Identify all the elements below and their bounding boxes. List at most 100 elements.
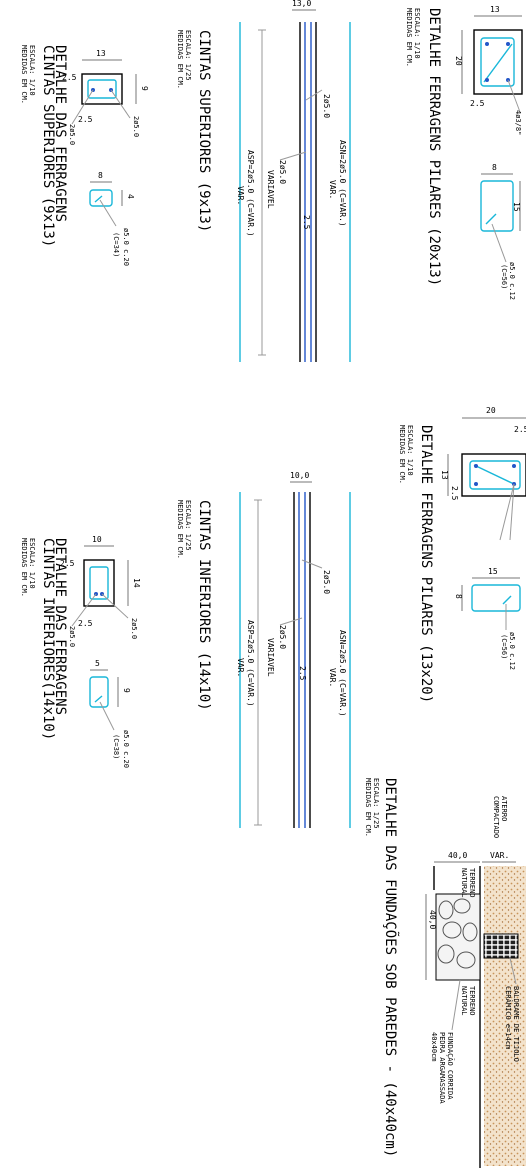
stone (453, 898, 471, 914)
stone (442, 921, 462, 939)
pilar-13x20-stirrup-len: (C=56) (500, 634, 508, 659)
cintas-inf-bar-b: 2ø5.0 (278, 625, 287, 649)
pilar-20x13-stirrup-len: (C=56) (500, 264, 508, 289)
cintas-inf-width: 10,0 (290, 471, 309, 480)
cinta-sup-cover-b: 2.5 (78, 115, 93, 124)
leader-line (305, 89, 323, 101)
baldrame-brick (483, 933, 519, 959)
cintas-inf-cover: 2.5 (298, 666, 307, 681)
cintas-inf-units: MEDIDAS EM CM. (176, 500, 184, 559)
cintas-superiores-detail: DETALHE DAS FERRAGENS CINTAS SUPERIORES … (20, 45, 149, 266)
leader-line (71, 89, 94, 125)
pilar-20x13-section (473, 29, 523, 95)
bar-point (474, 464, 478, 468)
cintas-inf-det-title2: CINTAS INFERIORES(14x10) (40, 538, 56, 740)
leader-line (507, 79, 521, 113)
cintas-sup-width: 13,0 (292, 0, 311, 8)
cintas-superiores-longitudinal: 13,0 ASN=2ø5.0 (C=VAR.) VAR. 2ø5.0 2ø5.0… (176, 0, 351, 362)
fundacao-2: PEDRA ARGAMASSADA (438, 1032, 446, 1104)
leader-line (279, 151, 307, 161)
stone (462, 922, 478, 942)
terreno-a-1: TERRENO (468, 868, 476, 898)
leader-line (491, 223, 507, 263)
cintas-sup-bar-a: 2ø5.0 (322, 94, 331, 118)
cintas-inf-variavel: VARIAVEL (266, 638, 275, 677)
compacted-fill (484, 866, 526, 1166)
cinta-inf-stirrup-spec: ø5.0 c.20 (122, 730, 130, 768)
terreno-b-2: NATURAL (460, 986, 468, 1016)
fundacoes-detail: DETALHE DAS FUNDAÇÕES SOB PAREDES - (40x… (364, 778, 526, 1168)
cinta-sup-cover-a: 2.5 (62, 73, 77, 82)
leader-line (99, 199, 117, 227)
cinta-inf-cover-b: 2.5 (78, 619, 93, 628)
leader-line (101, 593, 129, 619)
cinta-inf-section (83, 559, 115, 607)
fundacao-1: FUNDAÇÃO CORRIDA (446, 1032, 455, 1100)
cintas-sup-var-2: VAR. (236, 186, 245, 205)
cintas-inf-var-2: VAR. (236, 658, 245, 677)
cintas-sup-title: CINTAS SUPERIORES (9x13) (196, 30, 212, 232)
leader-line (509, 957, 517, 985)
cintas-sup-var: VAR. (328, 180, 337, 199)
stirrup-hook (485, 213, 497, 225)
cinta-inf-stirrup (89, 566, 109, 600)
fundacoes-aterro-2: COMPACTADO (492, 796, 500, 838)
pilar-20x13-dim-top: 13 (490, 5, 500, 14)
stone (456, 951, 476, 969)
terreno-b-1: TERRENO (468, 986, 476, 1016)
leader-line (451, 979, 461, 1031)
cintas-inferiores-longitudinal: 10,0 ASN=2ø5.0 (C=VAR.) VAR. 2ø5.0 2ø5.0… (176, 471, 351, 828)
cintas-sup-variavel: VARIAVEL (266, 170, 275, 209)
pilar-20x13-stirrup-hook (483, 43, 513, 83)
stone (437, 944, 455, 964)
stirrup-hook (94, 195, 103, 203)
cintas-sup-det-title2: CINTAS SUPERIORES (9x13) (40, 45, 56, 247)
fundacoes-title: DETALHE DAS FUNDAÇÕES SOB PAREDES - (40x… (382, 778, 399, 1157)
pilares-13x20-title: DETALHE FERRAGENS PILARES (13x20) (418, 425, 434, 703)
pilar-13x20-stirrup-spec: ø5.0 c.12 (508, 632, 516, 670)
pilares-13x20-detail: DETALHE FERRAGENS PILARES (13x20) ESCALA… (398, 406, 526, 703)
cinta-sup-dim-side: 9 (140, 86, 149, 91)
leader-line (279, 617, 303, 626)
pilares-20x13-detail: DETALHE FERRAGENS PILARES (20x13) ESCALA… (405, 5, 523, 300)
cintas-inf-title: CINTAS INFERIORES (14x10) (196, 500, 212, 711)
pilar-20x13-stirrup-w: 8 (492, 163, 497, 172)
pilar-20x13-stirrup (480, 37, 515, 87)
stone (438, 900, 454, 920)
fundacao-3: 40x40cm (430, 1032, 438, 1062)
pilares-20x13-units: MEDIDAS EM CM. (405, 8, 413, 67)
cintas-sup-asp: ASP=2ø5.0 (C=VAR.) (246, 150, 255, 237)
baldrame-1: BALDRAME DE TIJOLO (512, 986, 520, 1062)
pilar-13x20-dim-top: 20 (486, 406, 496, 415)
cinta-sup-stirrup (87, 79, 117, 99)
cintas-inf-asp: ASP=2ø5.0 (C=VAR.) (246, 620, 255, 707)
bar-point (506, 42, 510, 46)
cinta-sup-section (81, 73, 123, 105)
pilar-20x13-stirrup-detail (480, 180, 514, 232)
pilar-13x20-cover-b: 2.5 (450, 486, 459, 501)
fundacoes-aterro-1: ATERRO (500, 796, 508, 821)
pilar-13x20-cover-a: 2.5 (514, 425, 526, 434)
stone-foundation (435, 893, 481, 981)
pilares-13x20-units: MEDIDAS EM CM. (398, 425, 406, 484)
pilar-20x13-stirrup-spec: ø5.0 c.12 (508, 262, 516, 300)
cinta-sup-dim-top: 13 (96, 49, 106, 58)
bar-point (485, 78, 489, 82)
cinta-inf-dim-top: 10 (92, 535, 102, 544)
cinta-sup-bar-a: 2ø5.0 (68, 124, 76, 145)
cinta-inf-dim-side: 14 (132, 578, 141, 588)
cintas-sup-cover: 2.5 (302, 215, 311, 230)
cintas-sup-det-scale: ESCALA: 1/10 (28, 45, 36, 96)
bar-point (512, 464, 516, 468)
cintas-sup-det-title1: DETALHE DAS FERRAGENS (52, 45, 68, 222)
cintas-sup-scale: ESCALA: 1/25 (184, 30, 192, 81)
cintas-sup-asn: ASN=2ø5.0 (C=VAR.) (338, 140, 347, 227)
pilar-13x20-stirrup-hook (473, 464, 517, 486)
fundacoes-scale: ESCALA: 1/25 (372, 778, 380, 829)
cintas-sup-det-units: MEDIDAS EM CM. (20, 45, 28, 104)
cintas-inf-det-scale: ESCALA: 1/10 (28, 538, 36, 589)
pilar-20x13-bars: 4ø3/8" (514, 110, 522, 135)
cinta-inf-stirrup-w: 5 (95, 659, 100, 668)
leader-line (301, 559, 323, 569)
